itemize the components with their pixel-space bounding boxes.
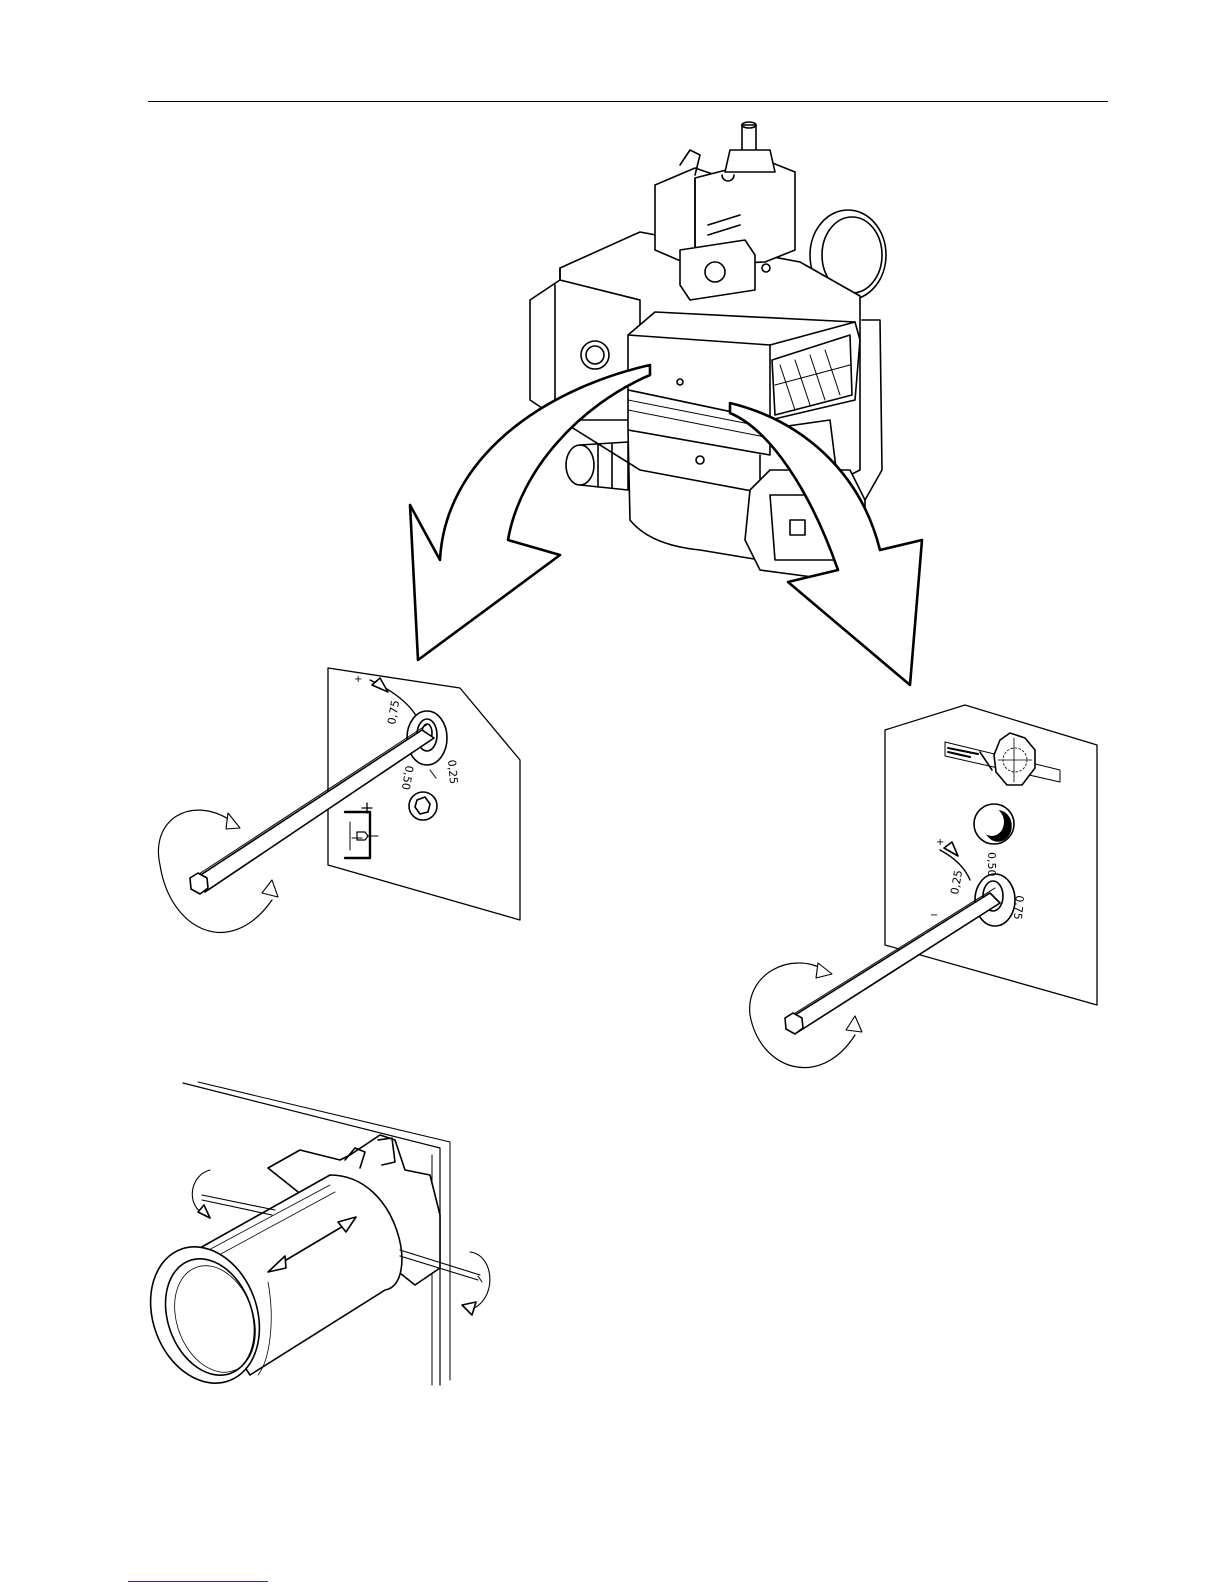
footer-link-rule — [128, 1581, 268, 1582]
combustion-head-detail — [132, 1082, 490, 1399]
right-plus-sign: + — [936, 837, 944, 848]
right-scale-label-1: 0,50 — [985, 852, 998, 877]
right-minus-sign: − — [930, 910, 938, 921]
round-cap — [974, 804, 1014, 844]
right-scale-label-3: 0,75 — [1011, 895, 1026, 921]
right-adjustment-panel: + − 0,50 0,25 0,75 — [750, 705, 1097, 1068]
left-plus-sign: + — [354, 674, 362, 685]
left-small-rotation — [192, 1170, 210, 1218]
left-scale-label-2: 0,25 — [445, 759, 460, 785]
right-small-rotation — [462, 1252, 490, 1315]
left-adjustment-panel: 0,75 0,25 0,50 + − — [158, 668, 520, 932]
